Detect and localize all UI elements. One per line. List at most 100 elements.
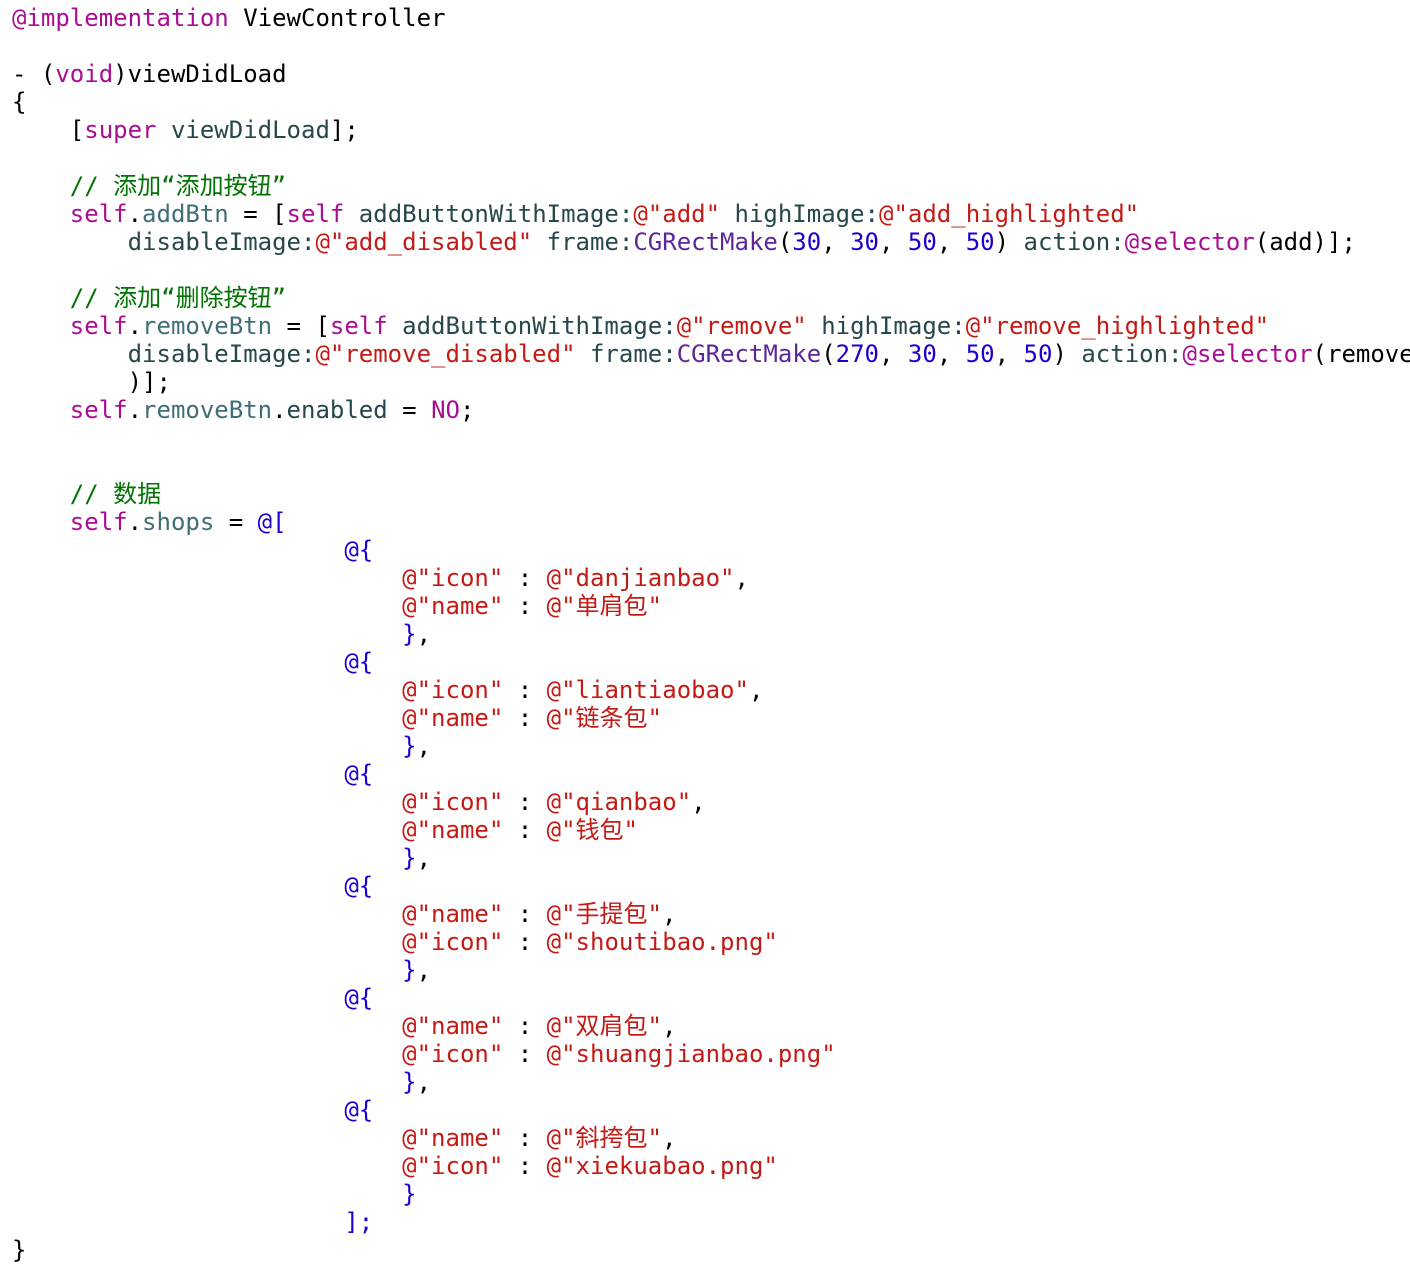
code-token-plain [12, 592, 402, 620]
code-token-keyword: self [69, 200, 128, 228]
code-token-plain: ) [1052, 340, 1082, 368]
code-line: { [12, 88, 1410, 116]
code-token-plain: , [662, 900, 677, 928]
code-token-comment: // 添加“删除按钮” [12, 284, 287, 312]
code-line: @"icon" : @"danjianbao", [12, 564, 1410, 592]
code-token-plain: (add)]; [1254, 228, 1356, 256]
code-token-string: @"name" [402, 592, 504, 620]
code-token-plain: ) [994, 228, 1024, 256]
code-token-plain [12, 1068, 402, 1096]
code-token-literal: @{ [344, 872, 374, 900]
code-line: @"icon" : @"shuangjianbao.png" [12, 1040, 1410, 1068]
code-token-method: disableImage: [127, 340, 316, 368]
code-line: @{ [12, 984, 1410, 1012]
code-token-number: 50 [1023, 340, 1053, 368]
code-line: @"name" : @"斜挎包", [12, 1124, 1410, 1152]
code-token-plain [157, 116, 171, 144]
code-line: @"name" : @"链条包" [12, 704, 1410, 732]
code-line: )]; [12, 368, 1410, 396]
code-line: @"icon" : @"liantiaobao", [12, 676, 1410, 704]
code-token-string: @"单肩包" [546, 592, 663, 620]
code-token-keyword: self [69, 508, 128, 536]
code-token-plain: , [821, 228, 851, 256]
code-line: @"icon" : @"shoutibao.png" [12, 928, 1410, 956]
code-line: - (void)viewDidLoad [12, 60, 1410, 88]
code-token-plain: , [994, 340, 1024, 368]
code-token-plain: { [12, 88, 27, 116]
code-token-prop: shops [142, 508, 215, 536]
code-token-string: @"shuangjianbao.png" [546, 1040, 836, 1068]
code-token-plain: : [503, 1152, 547, 1180]
code-token-plain [576, 340, 590, 368]
code-token-string: @"remove" [676, 312, 807, 340]
code-token-keyword: @selector [1124, 228, 1255, 256]
code-token-plain: , [416, 732, 432, 760]
code-token-string: @"icon" [402, 928, 504, 956]
code-token-plain: , [936, 340, 966, 368]
code-token-prop: removeBtn [142, 312, 273, 340]
code-token-number: 30 [850, 228, 880, 256]
code-token-string: @"icon" [402, 676, 504, 704]
code-token-string: @"name" [402, 704, 504, 732]
code-token-plain [12, 956, 402, 984]
code-token-plain [12, 1124, 402, 1152]
code-line: @{ [12, 648, 1410, 676]
code-token-plain [12, 536, 344, 564]
code-token-plain [12, 984, 344, 1012]
code-token-string: @"add" [633, 200, 721, 228]
code-token-plain: , [691, 788, 706, 816]
code-line: }, [12, 732, 1410, 760]
code-token-literal: } [402, 1180, 417, 1208]
code-line: }, [12, 620, 1410, 648]
code-line [12, 424, 1410, 452]
code-line: self.shops = @[ [12, 508, 1410, 536]
code-token-plain: , [416, 956, 432, 984]
code-token-plain [12, 1096, 344, 1124]
code-token-string: @"xiekuabao.png" [546, 1152, 778, 1180]
code-token-plain [12, 732, 402, 760]
code-token-plain: = [ [228, 200, 287, 228]
code-token-string: @"add_disabled" [315, 228, 533, 256]
code-token-plain: , [416, 620, 432, 648]
code-token-plain [532, 228, 546, 256]
code-line: disableImage:@"add_disabled" frame:CGRec… [12, 228, 1410, 256]
code-token-string: @"name" [402, 1012, 504, 1040]
code-token-plain: : [503, 1124, 547, 1152]
code-token-string: @"链条包" [546, 704, 663, 732]
code-token-literal: } [402, 956, 417, 984]
code-token-literal: @{ [344, 760, 374, 788]
code-token-prop: addBtn [142, 200, 229, 228]
code-token-method: highImage: [821, 312, 966, 340]
code-token-plain: : [503, 928, 547, 956]
code-line: } [12, 1236, 1410, 1264]
code-token-plain: . [127, 396, 143, 424]
code-line: self.removeBtn.enabled = NO; [12, 396, 1410, 424]
code-token-method: addButtonWithImage: [402, 312, 677, 340]
code-token-plain: , [662, 1012, 677, 1040]
code-token-string: @"icon" [402, 1152, 504, 1180]
code-token-number: 30 [792, 228, 822, 256]
code-token-keyword: @selector [1182, 340, 1313, 368]
code-token-plain: : [503, 816, 547, 844]
code-token-plain: , [416, 844, 432, 872]
code-token-plain: : [503, 564, 547, 592]
code-token-string: @"name" [402, 900, 504, 928]
code-token-plain [12, 620, 402, 648]
code-token-plain: , [748, 676, 764, 704]
code-token-keyword: self [329, 312, 388, 340]
code-line: // 数据 [12, 480, 1410, 508]
code-token-literal: ]; [344, 1208, 374, 1236]
code-line: @"icon" : @"qianbao", [12, 788, 1410, 816]
code-token-plain: = [387, 396, 432, 424]
code-token-string: @"钱包" [546, 816, 639, 844]
code-token-literal: } [402, 1068, 417, 1096]
code-line: @"name" : @"手提包", [12, 900, 1410, 928]
code-token-plain: ]; [329, 116, 359, 144]
code-token-plain [12, 788, 402, 816]
code-token-plain: - ( [12, 60, 56, 88]
code-token-plain: , [662, 1124, 677, 1152]
code-token-plain [12, 508, 70, 536]
code-line: }, [12, 956, 1410, 984]
code-lines[interactable]: @implementation ViewController - (void)v… [12, 4, 1410, 1264]
